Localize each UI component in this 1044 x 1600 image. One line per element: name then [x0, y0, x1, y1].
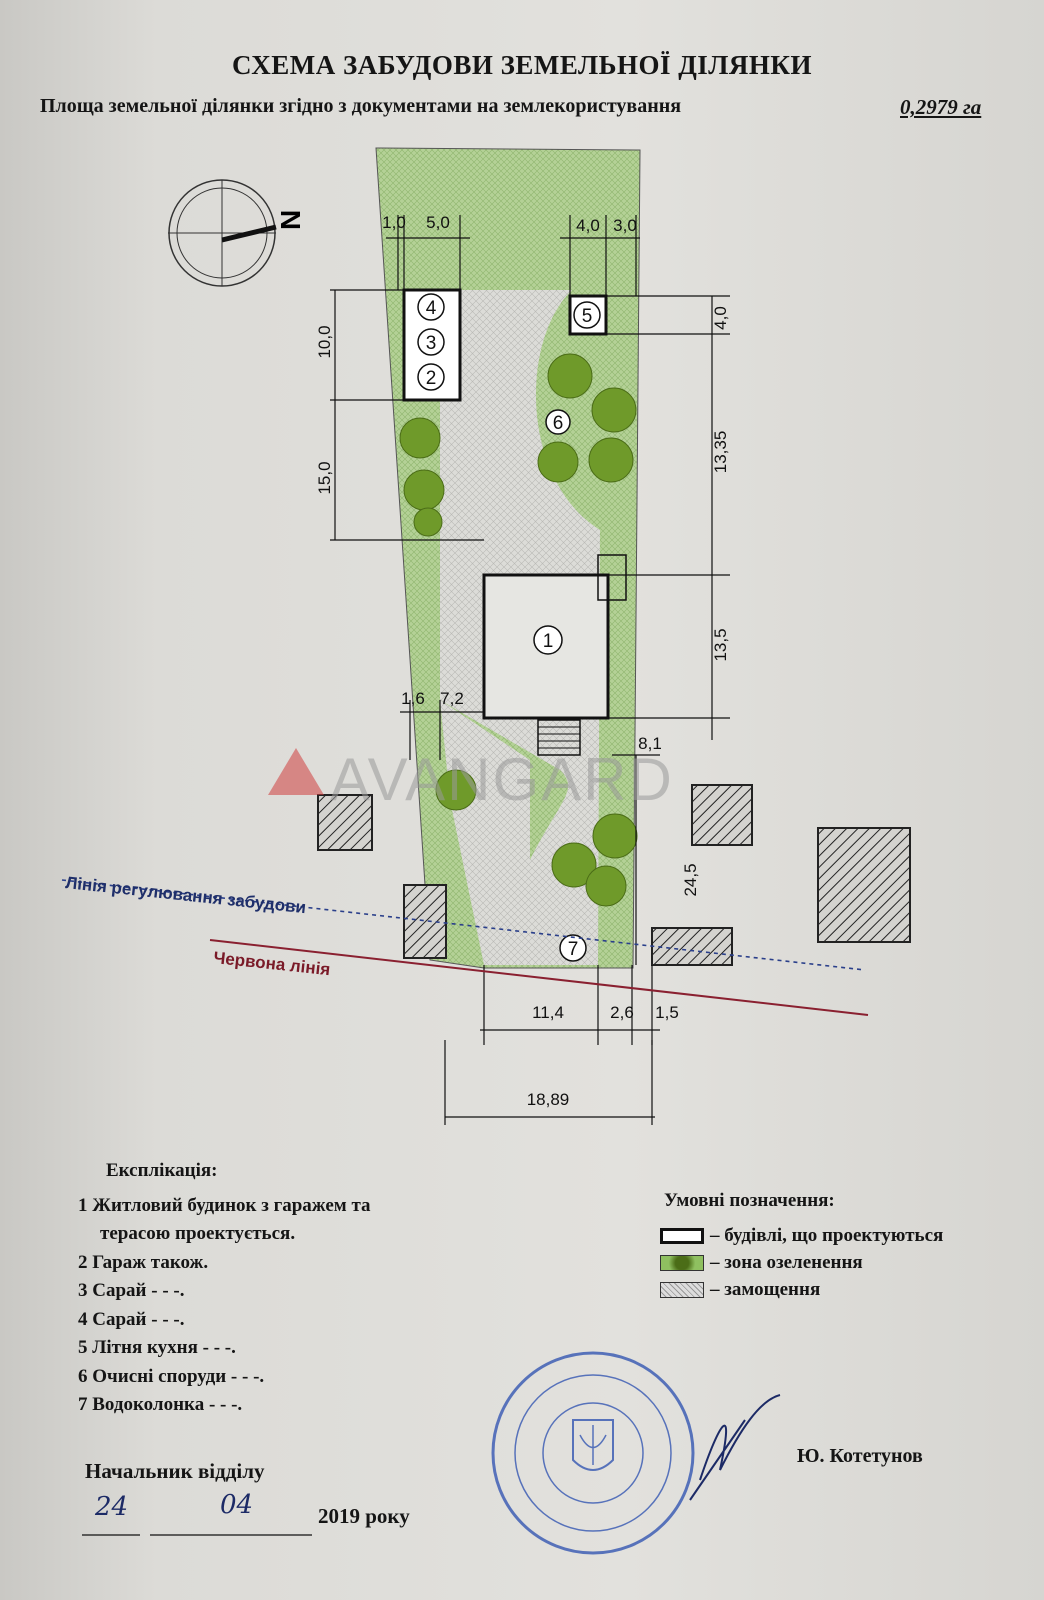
explication-item: 3 Сарай - - -. — [78, 1277, 371, 1306]
dim-5-0: 5,0 — [426, 213, 450, 232]
dim-4-0-top: 4,0 — [576, 216, 600, 235]
porch-steps — [538, 726, 580, 749]
item-number: 1 — [78, 1194, 88, 1216]
item-number: 4 — [78, 1308, 88, 1330]
dim-10-0: 10,0 — [315, 325, 334, 358]
dim-18-89: 18,89 — [527, 1090, 570, 1109]
explication-item: 7 Водоколонка - - -. — [78, 1391, 371, 1420]
explication-item: 4 Сарай - - -. — [78, 1306, 371, 1335]
watermark-text: AVANGARD — [330, 746, 674, 813]
dim-13-35: 13,35 — [711, 431, 730, 474]
building-number-markers — [417, 293, 601, 962]
explication-item: 2 Гараж також. — [78, 1249, 371, 1278]
plot-area-value: 0,2979 га — [900, 95, 982, 119]
signature — [689, 1394, 781, 1501]
item-number: 5 — [78, 1337, 88, 1358]
legend: Умовні позначення: – будівлі, що проекту… — [660, 1190, 943, 1303]
north-label: N — [275, 210, 306, 230]
dim-1-0: 1,0 — [382, 213, 406, 232]
dim-3-0: 3,0 — [613, 216, 637, 235]
dim-8-1: 8,1 — [638, 734, 662, 753]
date-day: 24 — [95, 1492, 129, 1522]
dimension-lines — [330, 215, 730, 1125]
green-zone-swatch-icon — [660, 1254, 704, 1271]
explication-item: 5 Літня кухня - - -. — [78, 1334, 371, 1363]
item-text: Сарай - - -. — [92, 1280, 185, 1301]
dim-7-2: 7,2 — [440, 689, 464, 708]
regulation-line — [61, 879, 866, 971]
date-month: 04 — [220, 1490, 254, 1520]
building-2-label: 2 — [426, 368, 437, 389]
paving-swatch-icon — [660, 1281, 704, 1298]
page-title: СХЕМА ЗАБУДОВИ ЗЕМЕЛЬНОЇ ДІЛЯНКИ — [231, 50, 813, 80]
building-6-label: 6 — [553, 413, 564, 434]
explication-item: 6 Очисні споруди - - -. — [78, 1363, 371, 1392]
official-stamp — [491, 1351, 695, 1555]
red-line — [209, 939, 869, 1016]
dim-1-5: 1,5 — [655, 1003, 679, 1022]
item-text: Гараж також. — [92, 1251, 209, 1273]
item-number: 2 — [78, 1251, 88, 1273]
legend-item: – будівлі, що проектуються — [660, 1222, 943, 1249]
plot-area-label: Площа земельної ділянки згідно з докумен… — [40, 95, 682, 117]
item-text: Літня кухня - - -. — [92, 1337, 236, 1358]
legend-item: – зона озеленення — [660, 1249, 943, 1276]
compass-icon: N — [168, 179, 306, 287]
dim-1-6: 1,6 — [401, 689, 425, 708]
dim-2-6: 2,6 — [610, 1003, 634, 1022]
position-label: Начальник відділу — [85, 1459, 265, 1483]
dim-24-5: 24,5 — [681, 863, 700, 896]
dim-11-4: 11,4 — [532, 1003, 564, 1022]
regulation-line-label: Лінія регулювання забудови — [65, 873, 307, 917]
dim-13-5: 13,5 — [711, 628, 730, 661]
explication: Експлікація: 1 Житловий будинок з гараже… — [78, 1157, 371, 1420]
item-text: Очисні споруди - - -. — [92, 1365, 265, 1387]
tree-icons — [399, 353, 638, 907]
dim-4-0-right: 4,0 — [711, 306, 730, 330]
legend-text: – замощення — [710, 1278, 821, 1300]
item-text: Сарай - - -. — [92, 1308, 185, 1330]
legend-heading: Умовні позначення: — [664, 1190, 835, 1211]
legend-text: – будівлі, що проектуються — [710, 1224, 944, 1246]
item-number: 3 — [78, 1280, 88, 1301]
explication-item: 1 Житловий будинок з гаражем та — [78, 1192, 371, 1221]
legend-item: – замощення — [660, 1276, 943, 1303]
building-1-label: 1 — [543, 631, 554, 652]
item-number: 6 — [78, 1365, 88, 1387]
explication-heading: Експлікація: — [106, 1160, 218, 1181]
item-text: Водоколонка - - -. — [92, 1394, 243, 1415]
building-5-label: 5 — [582, 306, 593, 327]
building-7-label: 7 — [568, 939, 579, 960]
building-4-label: 4 — [426, 298, 437, 319]
building-3-label: 3 — [426, 333, 437, 354]
watermark: AVANGARD — [268, 746, 674, 813]
item-text: Житловий будинок з гаражем та — [92, 1194, 371, 1216]
neighbour-buildings — [317, 784, 911, 966]
date-year: 2019 року — [318, 1504, 410, 1528]
dim-15-0: 15,0 — [315, 461, 334, 494]
explication-item-continuation: терасою проектується. — [100, 1223, 296, 1244]
house-porch-stairs — [537, 719, 581, 756]
house-side-stairs — [597, 554, 627, 601]
building-swatch-icon — [660, 1227, 704, 1244]
signer-name: Ю. Котетунов — [797, 1445, 923, 1467]
paved-strip — [440, 700, 530, 965]
item-number: 7 — [78, 1394, 88, 1415]
legend-text: – зона озеленення — [710, 1251, 863, 1273]
